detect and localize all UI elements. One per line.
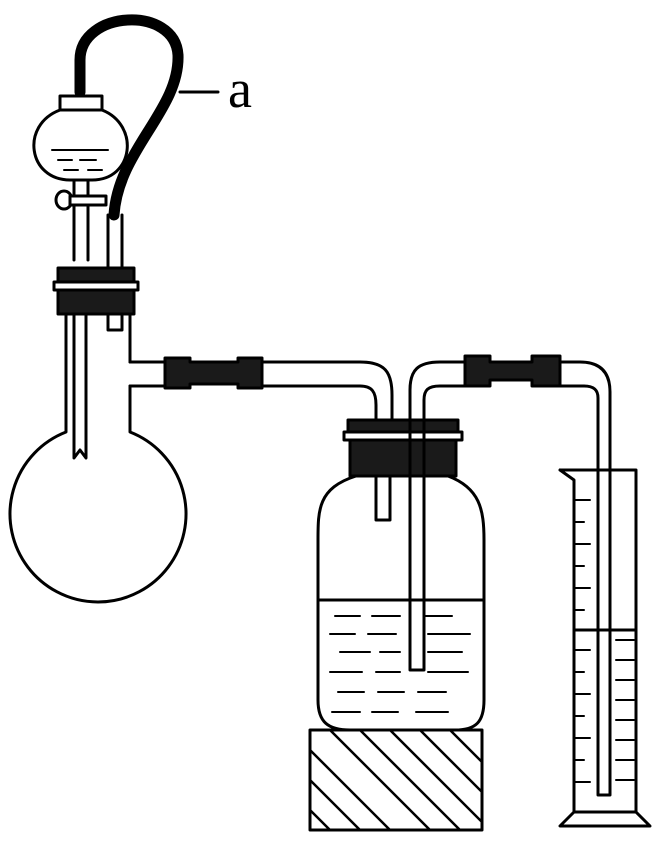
delivery-tube-2: [558, 360, 612, 797]
funnel-stem: [72, 312, 88, 460]
connector-1: [163, 356, 264, 390]
connector-2: [463, 354, 562, 388]
label-a: a: [228, 59, 252, 119]
stopper-flask: [52, 266, 140, 316]
measuring-cylinder: [558, 468, 652, 828]
delivery-tube-1: [260, 360, 394, 522]
rubber-tube-a: [74, 14, 184, 221]
stopper-bottle: [342, 418, 464, 478]
wooden-block: [308, 728, 484, 832]
outlet-tube: [408, 360, 472, 672]
separatory-funnel: [32, 94, 129, 262]
liquid-lines: [329, 615, 471, 713]
stopcock: [54, 189, 108, 211]
round-bottom-flask: [8, 312, 188, 604]
